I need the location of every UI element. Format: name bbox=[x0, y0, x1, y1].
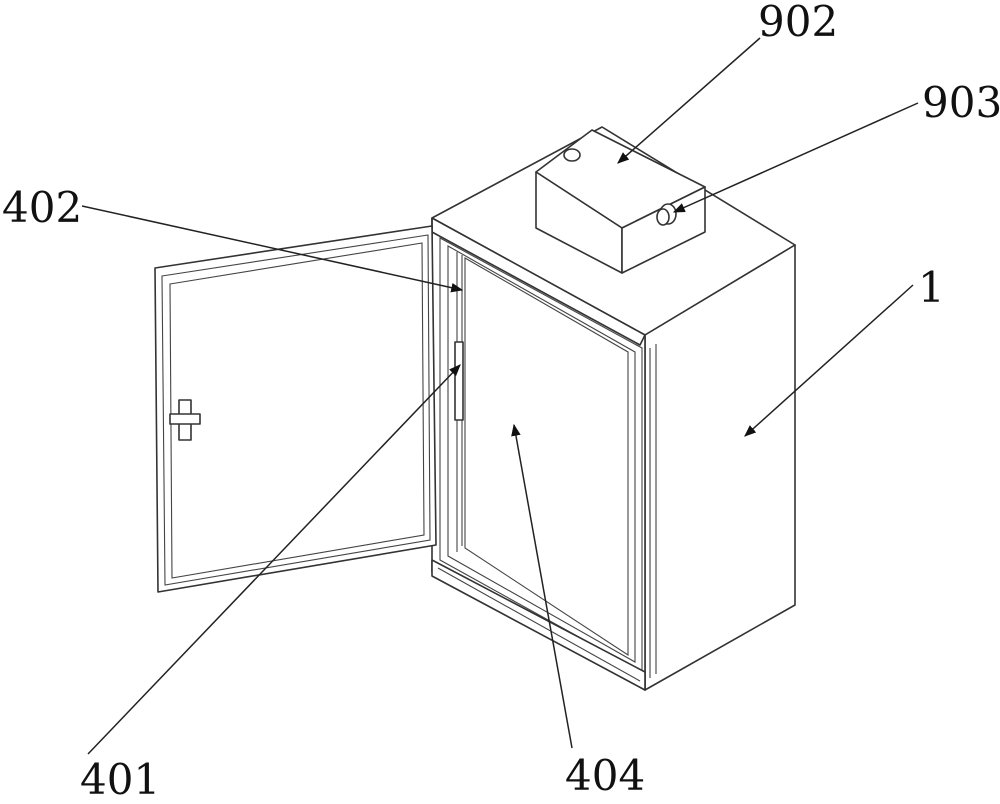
label-1: 1 bbox=[918, 263, 945, 312]
leader-902 bbox=[618, 38, 760, 163]
door-latch-handle bbox=[170, 414, 200, 424]
label-902: 902 bbox=[758, 0, 838, 46]
leader-903 bbox=[674, 103, 918, 212]
hinge-block bbox=[455, 342, 463, 420]
label-402: 402 bbox=[2, 183, 82, 232]
label-903: 903 bbox=[922, 78, 1000, 127]
label-404: 404 bbox=[565, 751, 645, 800]
label-401: 401 bbox=[80, 755, 160, 804]
knob-903-cap bbox=[657, 209, 669, 225]
rear-knob bbox=[564, 149, 580, 161]
